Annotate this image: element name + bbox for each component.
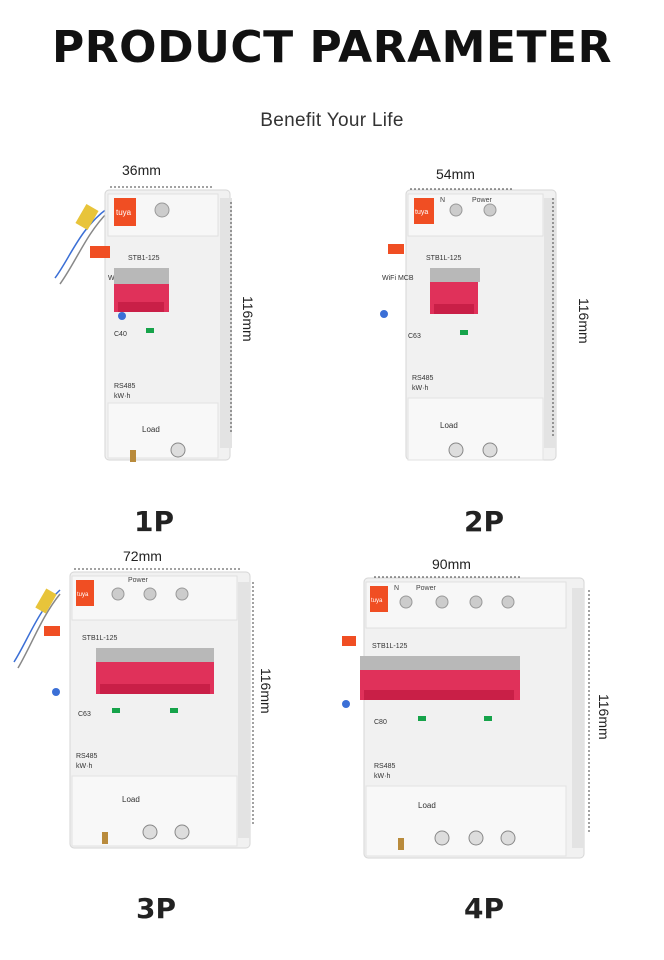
svg-text:Load: Load bbox=[142, 425, 160, 434]
breaker-2p-image: tuya N Power STB1L-125 WiFi MCB C63 RS48… bbox=[380, 189, 557, 461]
pole-label-4p: 4P bbox=[464, 892, 505, 925]
breaker-3p-image: tuya Power STB1L-125 C63 RS485 kW·h Load bbox=[13, 571, 251, 849]
pole-label-2p: 2P bbox=[464, 505, 505, 538]
svg-text:WiFi MCB: WiFi MCB bbox=[382, 275, 414, 282]
svg-text:kW·h: kW·h bbox=[76, 763, 92, 770]
svg-text:Load: Load bbox=[122, 795, 140, 804]
width-dimension-line-1p bbox=[110, 186, 212, 188]
svg-text:kW·h: kW·h bbox=[374, 773, 390, 780]
svg-text:C63: C63 bbox=[408, 333, 421, 340]
svg-text:tuya: tuya bbox=[415, 209, 428, 216]
page-subtitle: Benefit Your Life bbox=[260, 110, 404, 131]
width-label-3p: 72mm bbox=[123, 548, 162, 564]
svg-text:C40: C40 bbox=[114, 331, 127, 338]
height-dimension-line-3p bbox=[252, 582, 254, 826]
svg-text:Load: Load bbox=[418, 801, 436, 810]
svg-text:tuya: tuya bbox=[116, 208, 132, 217]
svg-text:N: N bbox=[440, 197, 445, 204]
width-label-2p: 54mm bbox=[436, 166, 475, 182]
height-dimension-line-2p bbox=[552, 198, 554, 436]
svg-text:RS485: RS485 bbox=[412, 375, 434, 382]
height-label-3p: 116mm bbox=[258, 668, 274, 714]
height-dimension-line-4p bbox=[588, 590, 590, 834]
svg-text:Power: Power bbox=[472, 197, 493, 204]
svg-text:tuya: tuya bbox=[77, 592, 89, 598]
width-label-1p: 36mm bbox=[122, 162, 161, 178]
svg-text:RS485: RS485 bbox=[76, 753, 98, 760]
svg-text:STB1L-125: STB1L-125 bbox=[426, 255, 462, 262]
svg-text:STB1L-125: STB1L-125 bbox=[372, 643, 408, 650]
height-label-4p: 116mm bbox=[596, 694, 612, 740]
height-label-2p: 116mm bbox=[576, 298, 592, 344]
svg-text:N: N bbox=[394, 585, 399, 592]
width-label-4p: 90mm bbox=[432, 556, 471, 572]
svg-text:kW·h: kW·h bbox=[412, 385, 428, 392]
svg-text:RS485: RS485 bbox=[374, 763, 396, 770]
svg-text:Load: Load bbox=[440, 421, 458, 430]
width-dimension-line-4p bbox=[374, 576, 522, 578]
svg-text:RS485: RS485 bbox=[114, 383, 136, 390]
svg-text:kW·h: kW·h bbox=[114, 393, 130, 400]
svg-text:tuya: tuya bbox=[371, 598, 383, 604]
height-dimension-line-1p bbox=[230, 202, 232, 432]
height-label-1p: 116mm bbox=[240, 296, 256, 342]
svg-text:Power: Power bbox=[128, 577, 149, 584]
width-dimension-line-3p bbox=[74, 568, 242, 570]
breaker-1p-image: tuya STB1-125 WiFi MCB C40 RS485 kW·h Lo… bbox=[54, 189, 232, 462]
svg-text:C63: C63 bbox=[78, 711, 91, 718]
svg-text:STB1-125: STB1-125 bbox=[128, 255, 160, 262]
pole-label-1p: 1P bbox=[134, 505, 175, 538]
width-dimension-line-2p bbox=[410, 188, 512, 190]
page-title: PRODUCT PARAMETER bbox=[52, 22, 612, 73]
svg-text:C80: C80 bbox=[374, 719, 387, 726]
breaker-4p-image: tuya N Power STB1L-125 C80 RS485 kW·h Lo… bbox=[342, 577, 585, 859]
pole-label-3p: 3P bbox=[136, 892, 177, 925]
svg-text:Power: Power bbox=[416, 585, 437, 592]
svg-text:STB1L-125: STB1L-125 bbox=[82, 635, 118, 642]
